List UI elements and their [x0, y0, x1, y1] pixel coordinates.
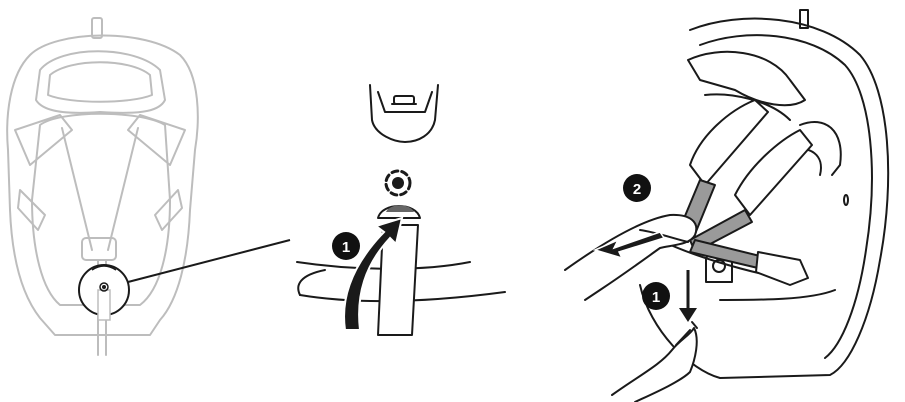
svg-text:2: 2 — [633, 181, 641, 198]
step-badge: 1 — [642, 282, 670, 310]
release-arrow-icon — [679, 270, 697, 322]
step-badge: 1 — [332, 232, 360, 260]
svg-text:1: 1 — [652, 289, 660, 306]
harness-straps — [680, 100, 812, 285]
svg-text:1: 1 — [342, 239, 350, 256]
hand-pressing-icon — [612, 322, 697, 402]
harness-adjuster-detail-icon — [297, 85, 505, 335]
step-badge: 2 — [623, 174, 651, 202]
hand-pulling-icon — [565, 215, 696, 300]
